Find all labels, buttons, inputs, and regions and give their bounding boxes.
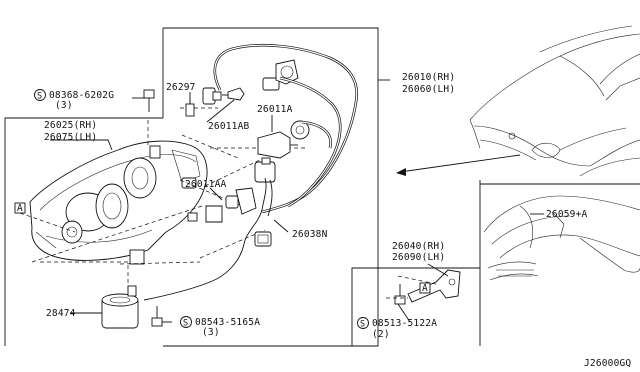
s-mark-2-label: S xyxy=(183,319,188,329)
headlamp-housing xyxy=(29,140,208,265)
label-26010: 26010(RH) xyxy=(402,72,455,83)
label-26040: 26040(RH) xyxy=(392,241,445,252)
frame-lines xyxy=(4,27,640,347)
bulb-26011ab xyxy=(222,87,245,101)
ref-box-a-left: A xyxy=(14,202,26,214)
socket-upper xyxy=(202,87,222,105)
leveling-motor-28474 xyxy=(101,285,139,329)
bracket-26040 xyxy=(386,269,461,303)
bolt-08543 xyxy=(151,306,163,327)
label-26297: 26297 xyxy=(166,82,196,93)
label-bolt-08513: 08513-5122A xyxy=(372,318,437,329)
label-bolt-08368: 08368-6202G xyxy=(49,90,114,101)
label-26075: 26075(LH) xyxy=(44,132,97,143)
bolt-08513 xyxy=(394,284,406,305)
label-bolt-08543-qty: (3) xyxy=(202,327,220,338)
bolt-08368 xyxy=(143,89,155,112)
label-28474: 28474 xyxy=(46,308,76,319)
label-bolt-08513-qty: (2) xyxy=(372,329,390,340)
ref-a-right-label: A xyxy=(422,283,428,294)
s-mark-1-label: S xyxy=(37,92,42,102)
diagram-code: J26000GQ xyxy=(584,358,631,369)
s-mark-3: S xyxy=(357,317,369,330)
label-26025: 26025(RH) xyxy=(44,120,97,131)
s-mark-2: S xyxy=(180,316,192,329)
label-26011a: 26011A xyxy=(257,104,293,115)
bulb-26011a xyxy=(257,120,310,159)
ref-a-left-label: A xyxy=(17,203,23,214)
car-front-view xyxy=(469,25,640,177)
car-detail-view xyxy=(483,195,640,281)
bulb-26011aa xyxy=(187,187,257,223)
label-bolt-08543: 08543-5165A xyxy=(195,317,260,328)
label-26011ab: 26011AB xyxy=(208,121,250,132)
connector-upper-right xyxy=(262,59,299,91)
s-mark-1: S xyxy=(34,89,46,102)
s-mark-3-label: S xyxy=(360,320,365,330)
ref-box-a-right: A xyxy=(419,282,431,294)
leader-lines xyxy=(50,79,449,323)
connector-26038n xyxy=(254,231,272,247)
label-26060: 26060(LH) xyxy=(402,84,455,95)
label-26059a: 26059+A xyxy=(546,209,588,220)
harness-cables xyxy=(143,43,359,301)
label-26090: 26090(LH) xyxy=(392,252,445,263)
label-26011aa: 26011AA xyxy=(185,179,227,190)
pointer-arrow xyxy=(396,154,521,176)
socket-middle xyxy=(254,157,276,183)
label-26038n: 26038N xyxy=(292,229,328,240)
label-bolt-08368-qty: (3) xyxy=(55,100,73,111)
